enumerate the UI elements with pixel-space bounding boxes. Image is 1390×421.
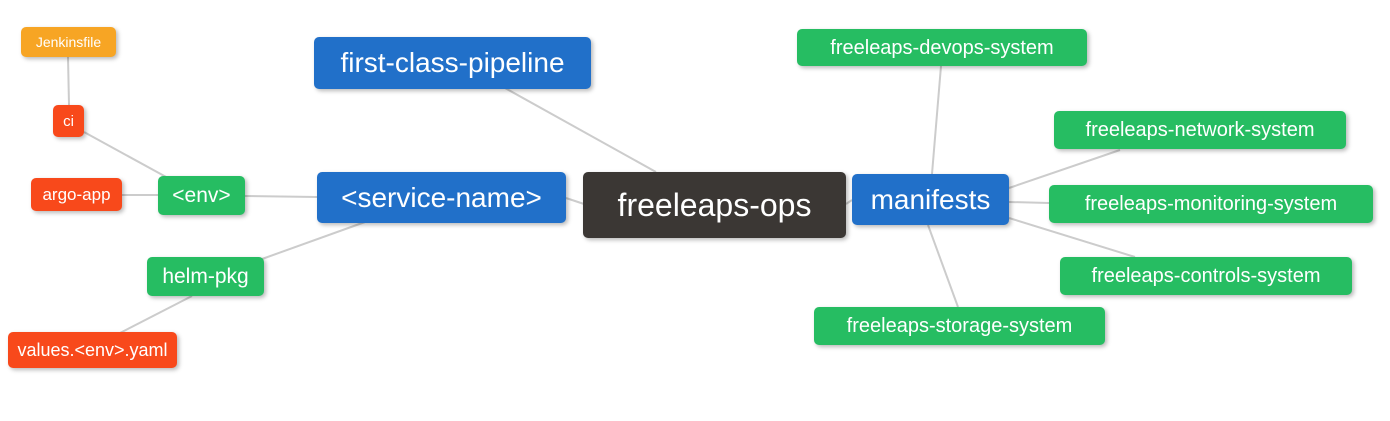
edge-freeleaps-ops--manifests [845, 199, 853, 205]
node-controls-system[interactable]: freeleaps-controls-system [1060, 257, 1352, 295]
node-jenkinsfile[interactable]: Jenkinsfile [21, 27, 116, 57]
node-freeleaps-ops[interactable]: freeleaps-ops [583, 172, 846, 238]
edge-manifests--monitoring-system [1008, 201, 1050, 204]
edge-service-name--helm-pkg [261, 221, 366, 260]
edge-service-name--freeleaps-ops [565, 197, 585, 205]
edge-jenkinsfile--ci [67, 56, 70, 106]
node-argo-app[interactable]: argo-app [31, 178, 122, 211]
edge-manifests--storage-system [927, 224, 959, 308]
edge-first-class-pipeline--freeleaps-ops [504, 87, 657, 173]
node-values-env-yaml[interactable]: values.<env>.yaml [8, 332, 177, 368]
node-devops-system[interactable]: freeleaps-devops-system [797, 29, 1087, 66]
node-manifests[interactable]: manifests [852, 174, 1009, 225]
edge-manifests--devops-system [931, 65, 942, 175]
node-env[interactable]: <env> [158, 176, 245, 215]
node-storage-system[interactable]: freeleaps-storage-system [814, 307, 1105, 345]
node-monitoring-system[interactable]: freeleaps-monitoring-system [1049, 185, 1373, 223]
node-network-system[interactable]: freeleaps-network-system [1054, 111, 1346, 149]
node-helm-pkg[interactable]: helm-pkg [147, 257, 264, 296]
edge-env--service-name [244, 195, 318, 198]
node-first-class-pipeline[interactable]: first-class-pipeline [314, 37, 591, 89]
edge-manifests--network-system [1008, 149, 1121, 189]
node-service-name[interactable]: <service-name> [317, 172, 566, 223]
edge-helm-pkg--values-env-yaml [119, 295, 193, 334]
node-ci[interactable]: ci [53, 105, 84, 137]
edge-manifests--controls-system [1008, 217, 1136, 258]
edge-ci--env [83, 131, 169, 179]
